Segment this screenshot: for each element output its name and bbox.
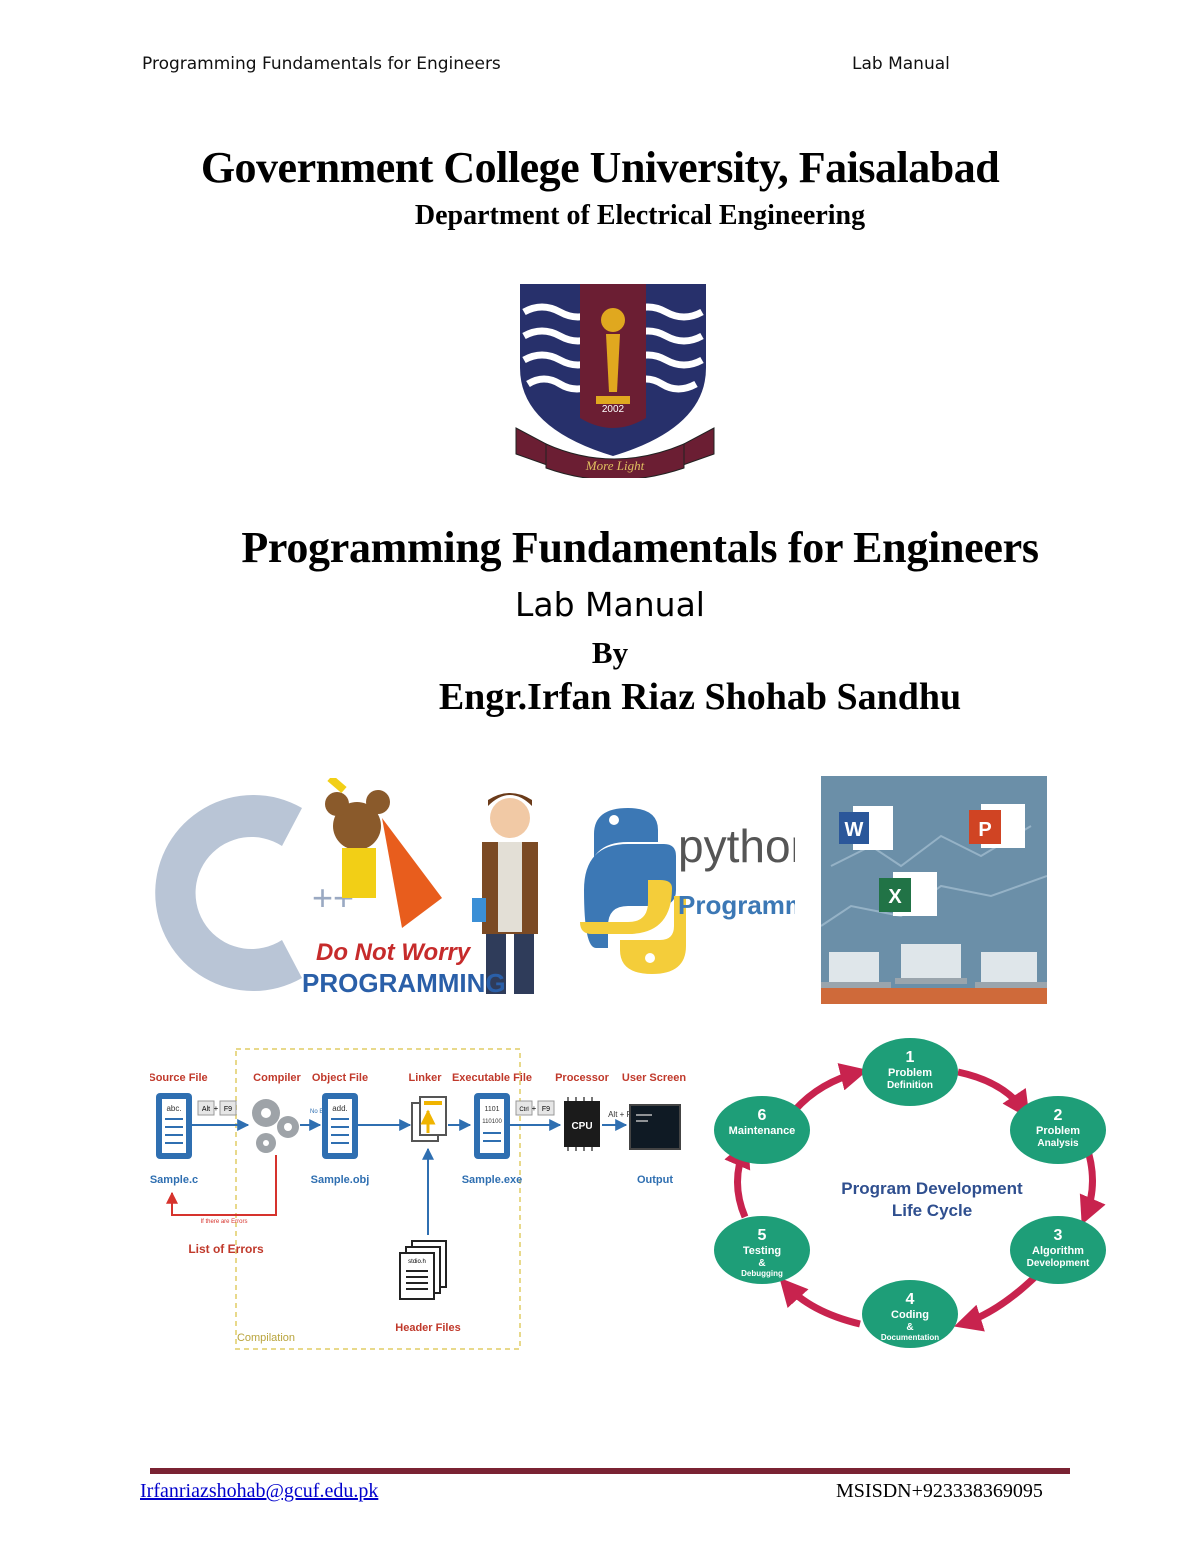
svg-text:stdio.h: stdio.h — [408, 1259, 426, 1265]
header-right: Lab Manual — [852, 54, 950, 74]
footer-divider — [150, 1468, 1070, 1474]
pdlc-step-4-l2: & — [906, 1322, 913, 1333]
pdlc-title-line2: Life Cycle — [892, 1201, 972, 1220]
pdlc-step-3-num: 3 — [1054, 1227, 1063, 1244]
pdlc-step-4-num: 4 — [906, 1291, 915, 1308]
footer-phone: MSISDN+923338369095 — [836, 1480, 1043, 1502]
author-name: Engr.Irfan Riaz Shohab Sandhu — [438, 676, 962, 718]
pdlc-step-4-l1: Coding — [891, 1309, 929, 1321]
header-files-icon: stdio.h — [399, 1240, 447, 1300]
source-file-icon: abc. — [156, 1093, 192, 1159]
pdlc-step-1-num: 1 — [906, 1049, 915, 1066]
user-screen-icon — [629, 1104, 681, 1150]
pdlc-diagram: 1ProblemDefinition2ProblemAnalysis3Algor… — [714, 1038, 1106, 1348]
svg-text:+: + — [214, 1104, 219, 1113]
cpu-icon: CPU — [564, 1097, 600, 1151]
office-banner: W P X — [821, 776, 1047, 1004]
svg-text:Header Files: Header Files — [395, 1322, 460, 1334]
svg-text:Executable File: Executable File — [452, 1072, 532, 1084]
svg-text:Sample.exe: Sample.exe — [462, 1174, 523, 1186]
svg-text:List of Errors: List of Errors — [188, 1242, 264, 1256]
pdlc-step-5-num: 5 — [758, 1227, 767, 1244]
svg-text:add.: add. — [332, 1104, 348, 1113]
svg-text:Alt + F5: Alt + F5 — [608, 1110, 636, 1119]
pdlc-step-3-l1: Algorithm — [1032, 1245, 1084, 1257]
pdlc-step-1-l1: Problem — [888, 1067, 932, 1079]
cartoon-man — [472, 793, 538, 994]
pdlc-step-2-num: 2 — [1054, 1107, 1063, 1124]
pdlc-title-line1: Program Development — [841, 1179, 1023, 1198]
python-word: python — [678, 820, 795, 872]
svg-text:F9: F9 — [224, 1106, 232, 1113]
header-left: Programming Fundamentals for Engineers — [142, 54, 501, 74]
python-sub: Programming — [678, 890, 795, 920]
svg-text:Compiler: Compiler — [253, 1072, 301, 1084]
svg-text:110100: 110100 — [482, 1119, 502, 1125]
svg-text:P: P — [978, 819, 991, 841]
svg-text:CPU: CPU — [571, 1121, 592, 1132]
pdlc-step-1-l2: Definition — [887, 1080, 933, 1091]
pdlc-step-4-l3: Documentation — [881, 1333, 939, 1342]
compiler-gears-icon — [252, 1099, 299, 1153]
svg-text:F9: F9 — [542, 1106, 550, 1113]
logo-motto: More Light — [585, 458, 645, 473]
svg-text:Ctrl: Ctrl — [519, 1107, 528, 1113]
pdlc-step-5-l2: & — [758, 1258, 765, 1269]
cpp-programming-word: PROGRAMMING — [302, 968, 506, 998]
svg-text:+: + — [532, 1104, 537, 1113]
svg-text:Linker: Linker — [408, 1072, 442, 1084]
university-title: Government College University, Faisalaba… — [200, 143, 1000, 192]
excel-icon: X — [879, 872, 937, 916]
pdlc-step-2-l1: Problem — [1036, 1125, 1080, 1137]
powerpoint-icon: P — [969, 804, 1025, 848]
svg-text:Object File: Object File — [312, 1072, 368, 1084]
cpp-banner: ++ Do Not Worry PROGRAMMING — [155, 778, 538, 998]
compilation-diagram: Source File Compiler Object File Linker … — [150, 1048, 686, 1350]
laptops — [821, 944, 1047, 1004]
svg-text:1101: 1101 — [484, 1106, 499, 1113]
executable-file-icon: 1101 110100 — [474, 1093, 510, 1159]
svg-text:Processor: Processor — [555, 1072, 610, 1084]
pdlc-step-5-l1: Testing — [743, 1245, 781, 1257]
logo-year: 2002 — [602, 404, 625, 415]
department-title: Department of Electrical Engineering — [414, 200, 866, 231]
svg-text:User Screen: User Screen — [622, 1072, 686, 1084]
pdlc-step-6-l1: Maintenance — [729, 1125, 796, 1137]
pdlc-step-3-l2: Development — [1027, 1258, 1090, 1269]
pdlc-step-5-l3: Debugging — [741, 1269, 783, 1278]
object-file-icon: add. — [322, 1093, 358, 1159]
course-title: Programming Fundamentals for Engineers — [241, 523, 1039, 572]
svg-text:Source File: Source File — [150, 1072, 208, 1084]
footer-email-link[interactable]: Irfanriazshohab@gcuf.edu.pk — [140, 1480, 379, 1502]
svg-text:Output: Output — [637, 1174, 673, 1186]
svg-text:Alt: Alt — [202, 1106, 210, 1113]
compilation-box — [235, 1048, 521, 1350]
pdlc-step-2-l2: Analysis — [1037, 1138, 1079, 1149]
university-logo: 2002 More Light — [515, 284, 715, 478]
svg-text:Sample.obj: Sample.obj — [311, 1174, 370, 1186]
svg-text:abc.: abc. — [166, 1104, 181, 1113]
word-icon: W — [839, 806, 893, 850]
svg-text:Sample.c: Sample.c — [150, 1174, 198, 1186]
svg-text:If there are Errors: If there are Errors — [200, 1219, 247, 1225]
cpp-tagline: Do Not Worry — [316, 939, 472, 966]
svg-text:Compilation: Compilation — [237, 1332, 295, 1344]
pdlc-step-6-num: 6 — [758, 1107, 767, 1124]
svg-text:W: W — [845, 819, 864, 841]
svg-text:X: X — [888, 886, 902, 908]
cartoon-mouse — [325, 778, 442, 928]
python-banner: python Programming — [580, 808, 795, 974]
by-label: By — [591, 635, 629, 670]
lab-manual-subtitle: Lab Manual — [515, 585, 705, 624]
linker-icon — [411, 1096, 447, 1142]
